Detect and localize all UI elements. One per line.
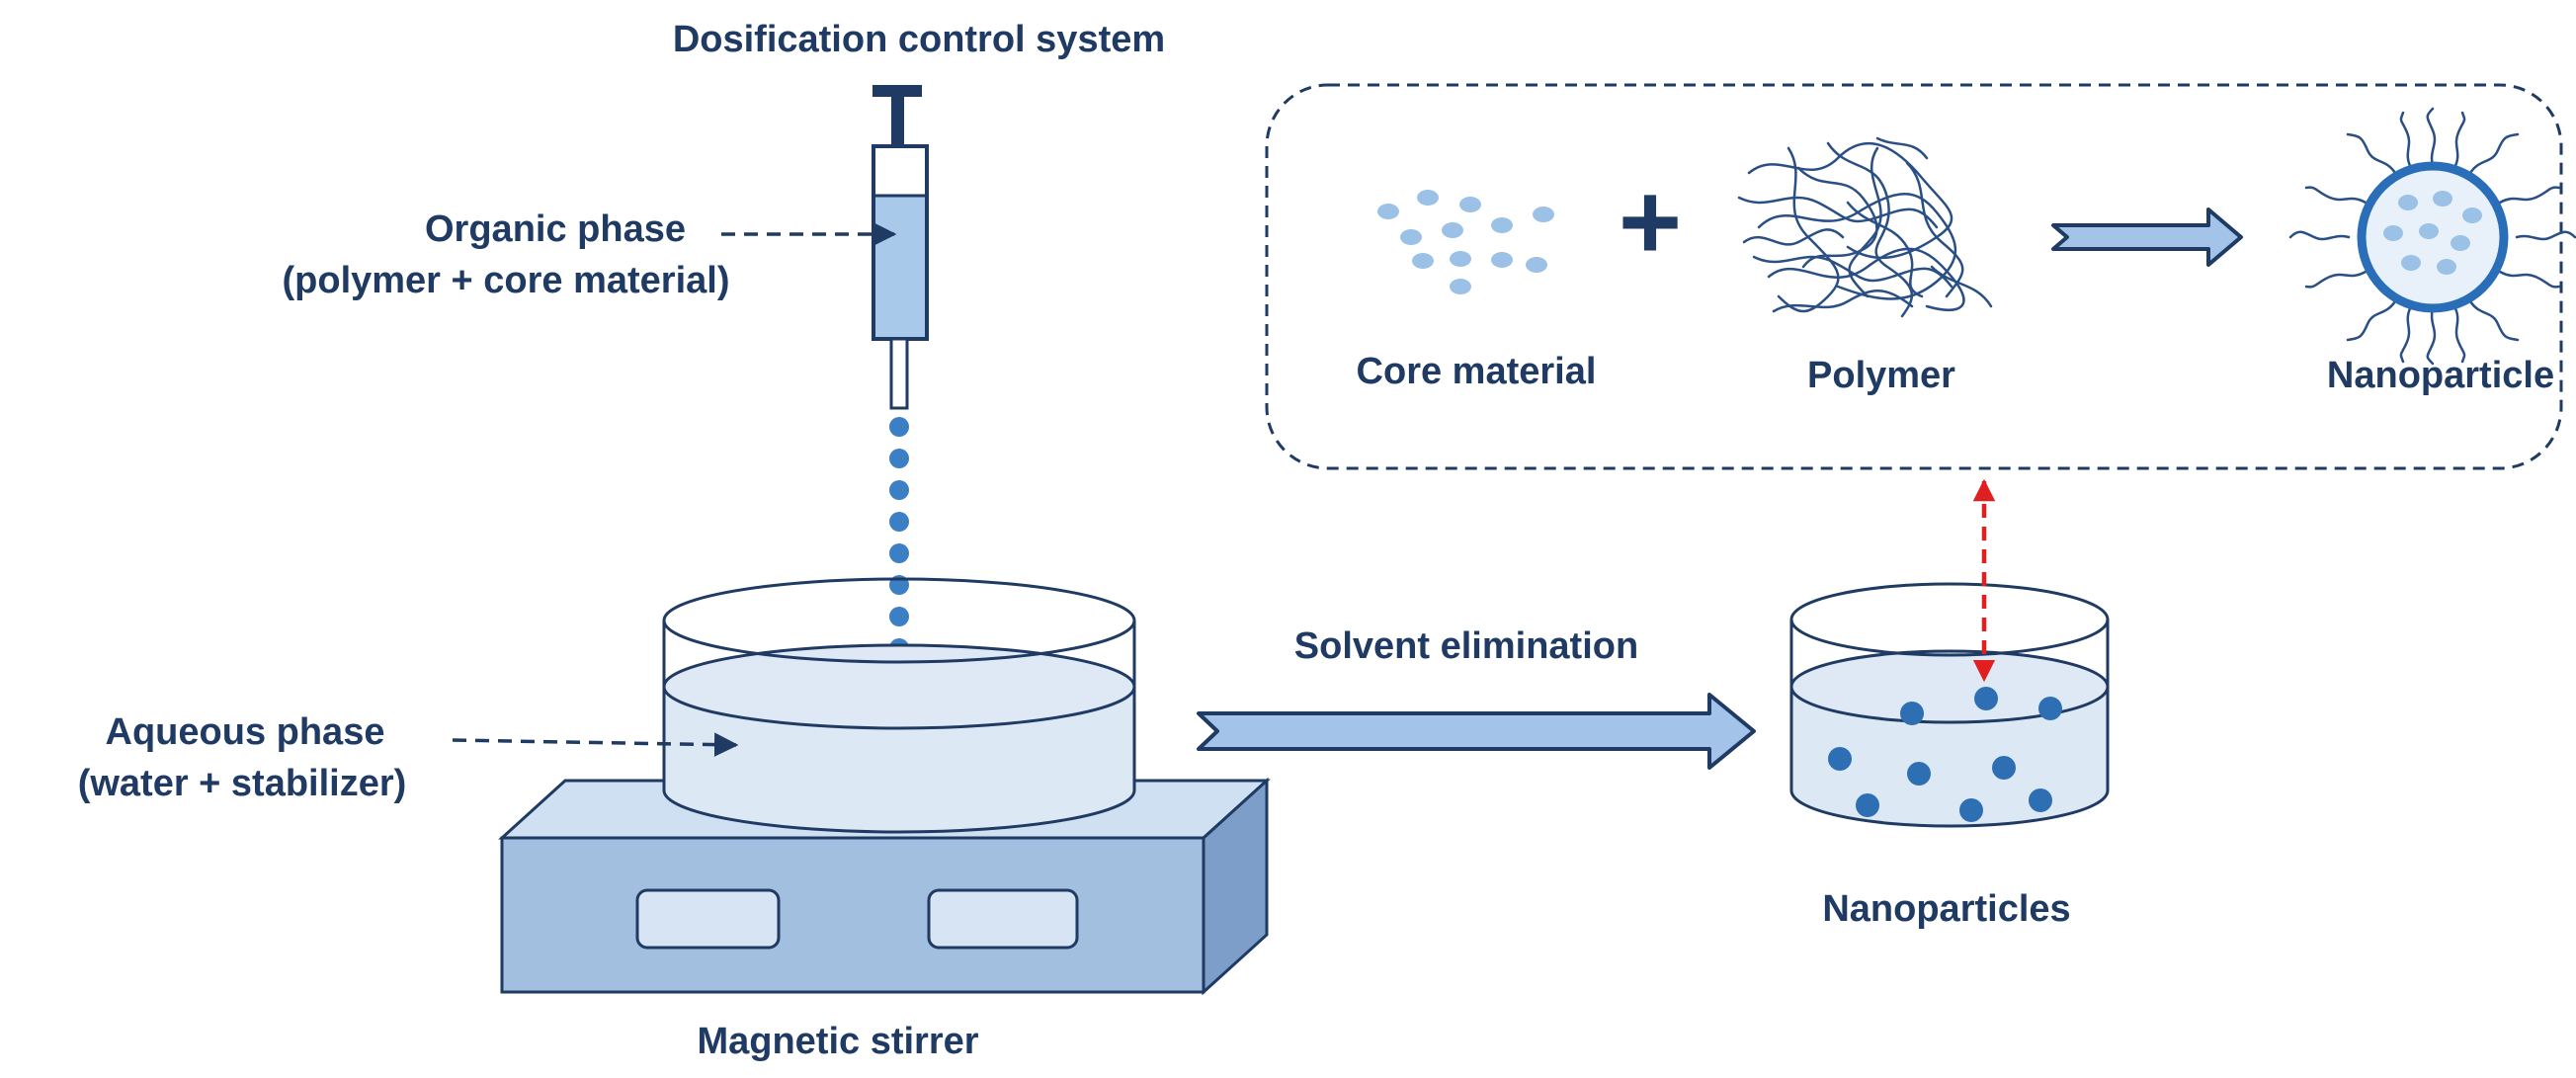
nanoparticle-dot xyxy=(1992,756,2016,780)
syringe xyxy=(872,85,929,410)
core-dot xyxy=(1400,229,1422,245)
stirrer-front-face xyxy=(500,836,1205,994)
droplet xyxy=(889,449,909,468)
core-material-cluster xyxy=(1377,190,1554,294)
syringe-plunger-cap xyxy=(873,85,922,97)
nanoparticle-dot xyxy=(2029,788,2052,812)
aqueous-phase-label: Aqueous phase xyxy=(106,711,385,753)
droplet xyxy=(889,543,909,563)
beaker-liquid-surface xyxy=(662,643,1136,730)
droplet xyxy=(889,607,909,626)
inset-panel xyxy=(1265,83,2563,470)
syringe-needle xyxy=(889,337,909,410)
aqueous-phase-pointer xyxy=(452,732,739,757)
core-dot xyxy=(1459,197,1481,212)
organic-phase-sublabel: (polymer + core material) xyxy=(282,260,729,301)
nanoparticle-label: Nanoparticle xyxy=(2327,355,2554,396)
core-dot xyxy=(1450,279,1471,294)
core-dot xyxy=(1442,222,1463,238)
syringe-plunger-rod xyxy=(891,95,904,146)
nanoparticle-dot xyxy=(1828,747,1852,771)
core-dot xyxy=(1491,217,1513,233)
polymer-tangle xyxy=(1737,136,1993,318)
stirrer-control-left xyxy=(635,888,781,950)
encapsulated-core-dot xyxy=(2398,195,2418,210)
polymer-label: Polymer xyxy=(1807,355,1955,396)
core-material-label: Core material xyxy=(1357,351,1597,392)
encapsulated-core-dot xyxy=(2401,255,2421,271)
solvent-elimination-label: Solvent elimination xyxy=(1294,625,1638,667)
core-dot xyxy=(1491,252,1513,268)
syringe-liquid xyxy=(875,196,925,337)
surface-chains xyxy=(2288,107,2576,366)
stirrer-control-right xyxy=(927,888,1079,950)
nanoparticle-beaker xyxy=(1789,582,2110,828)
core-dot xyxy=(1412,253,1434,269)
encapsulated-core-dot xyxy=(2383,225,2403,241)
organic-phase-label: Organic phase xyxy=(425,208,686,250)
encapsulated-core-dot xyxy=(2451,235,2470,251)
solvent-elimination-arrow xyxy=(1197,693,1756,770)
droplet xyxy=(889,480,909,500)
nanoparticle-dot xyxy=(2038,697,2062,720)
nanoparticle-illustration xyxy=(2288,107,2576,366)
encapsulated-core-dot xyxy=(2462,207,2482,223)
core-dot xyxy=(1526,257,1547,273)
nanoparticle-beaker-rim xyxy=(1789,582,2110,657)
encapsulated-core-dot xyxy=(2419,223,2439,239)
nanoparticle-dot xyxy=(1959,798,1983,822)
nanoparticle-dot xyxy=(1856,793,1879,817)
formation-arrow xyxy=(2051,207,2243,267)
core-dot xyxy=(1533,207,1554,222)
nanoparticles-label: Nanoparticles xyxy=(1822,888,2070,930)
beaker-rim xyxy=(662,577,1136,664)
nanoparticle-dot xyxy=(1907,762,1931,786)
core-dot xyxy=(1450,251,1471,267)
plus-sign: + xyxy=(1619,161,1682,283)
beaker-bottom xyxy=(662,789,1136,834)
core-dot xyxy=(1417,190,1439,206)
magnetic-stirrer-label: Magnetic stirrer xyxy=(697,1021,978,1062)
encapsulated-core-dot xyxy=(2437,259,2456,275)
nanoparticle-dot xyxy=(1974,687,1998,710)
title-label: Dosification control system xyxy=(673,19,1165,60)
beaker xyxy=(662,577,1136,834)
nanoparticle-beaker-bottom xyxy=(1789,789,2110,828)
nanoparticle-dot xyxy=(1900,702,1924,725)
core-dot xyxy=(1377,204,1399,219)
droplet xyxy=(889,512,909,532)
droplet xyxy=(889,417,909,437)
aqueous-phase-sublabel: (water + stabilizer) xyxy=(78,763,407,804)
encapsulated-core-dot xyxy=(2433,191,2452,207)
